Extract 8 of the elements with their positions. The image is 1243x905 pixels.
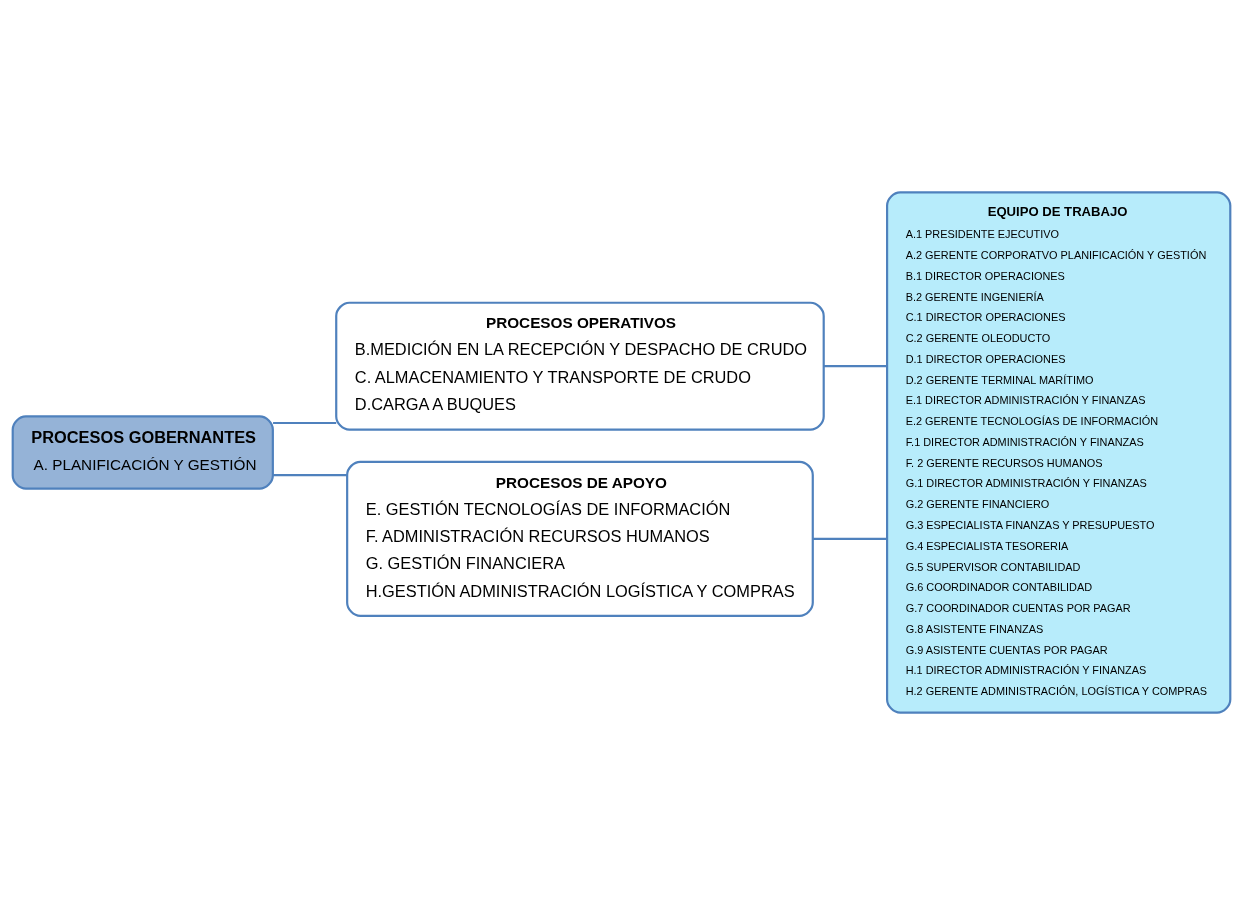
node-box: EQUIPO DE TRABAJO A.1 PRESIDENTE EJECUTIVO A.2 GERENTE CORPORATVO PLANIFICACIÓN Y GESTIÓN B.1 DIRECTOR OPERACIONES B.2 GERENTE INGENIERÍA C.1 DIRECTOR OPERACIONES C.2 GERENTE OLEODUCTO D.1 DIRECTOR OPERACIONES D.2 GERENTE TERMINAL MARÍTIMO E.1 DIRECTOR ADMINISTRACIÓN Y FINANZAS E.2 GERENTE TECNOLOGÍAS DE INFORMACIÓN F.1 DIRECTOR ADMINISTRACIÓN Y FINANZAS F. 2 GERENTE RECURSOS HUMANOS G.1 DIRECTOR ADMINISTRACIÓN Y FINANZAS G.2 GERENTE FINANCIERO G.3 ESPECIALISTA FINANZAS Y PRESUPUESTO G.4 ESPECIALISTA TESORERIA G.5 SUPERVISOR CONTABILIDAD G.6 COORDINADOR CONTABILIDAD G.7 COORDINADOR CUENTAS POR PAGAR G.8 ASISTENTE FINANZAS G.9 ASISTENTE CUENTAS POR PAGAR H.1 DIRECTOR ADMINISTRACIÓN Y FINANZAS H.2 GERENTE ADMINISTRACIÓN, LOGÍSTICA Y COMPRAS: [886, 191, 1232, 714]
connector: [273, 421, 337, 425]
connector: [813, 537, 887, 540]
connector: [273, 474, 347, 477]
node-box: PROCESOS DE APOYO E. GESTIÓN TECNOLOGÍAS DE INFORMACIÓN F. ADMINISTRACIÓN RECURSOS HUMANOS G. GESTIÓN FINANCIERA H.GESTIÓN ADMINISTRACIÓN LOGÍSTICA Y COMPRAS: [346, 460, 814, 617]
node-box: PROCESOS GOBERNANTES A. PLANIFICACIÓN Y GESTIÓN: [11, 415, 274, 490]
node-box: PROCESOS OPERATIVOS B.MEDICIÓN EN LA RECEPCIÓN Y DESPACHO DE CRUDO C. ALMACENAMIENTO Y TRANSPORTE DE CRUDO D.CARGA A BUQUES: [335, 301, 825, 431]
connector: [823, 365, 887, 368]
